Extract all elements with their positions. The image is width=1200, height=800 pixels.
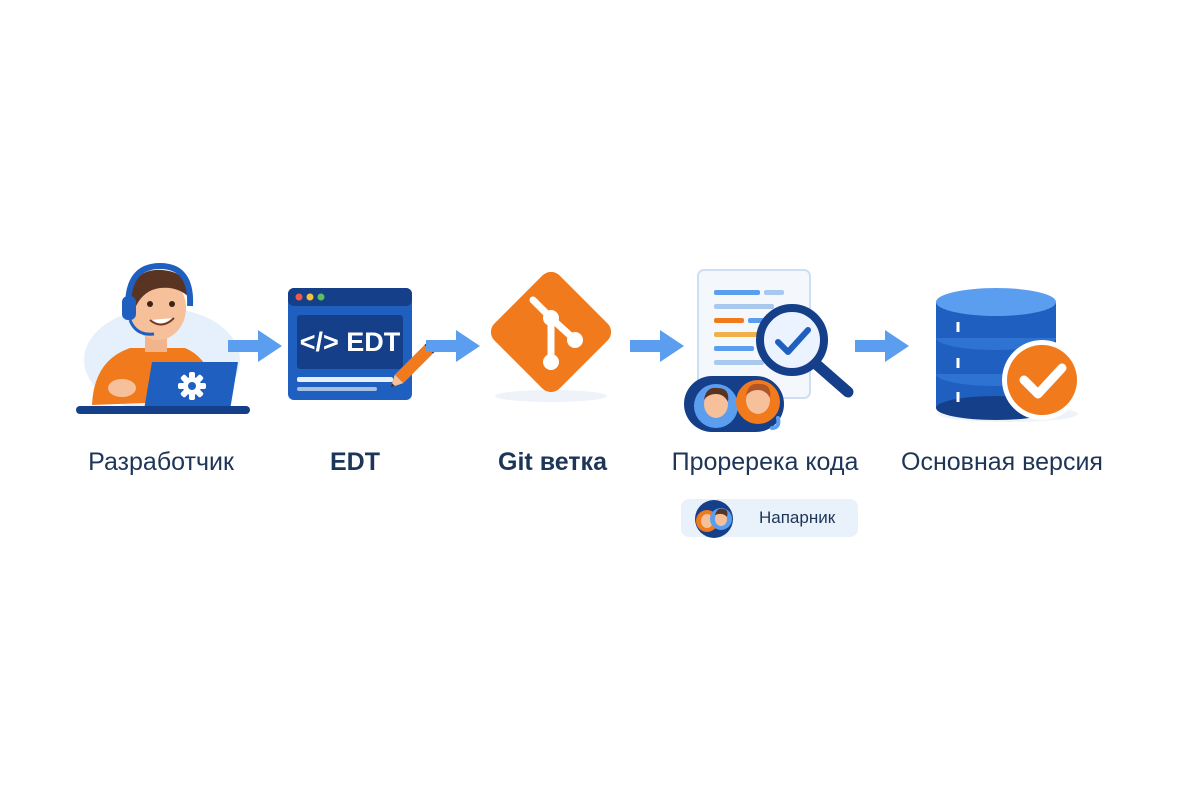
flow-arrow	[426, 330, 480, 362]
step-label-developer: Разработчик	[88, 448, 234, 476]
partner-label: Напарник	[759, 508, 836, 527]
developer-laptop-icon	[76, 262, 250, 414]
code-review-icon	[684, 269, 854, 432]
step-label-code-review: Проререка кода	[671, 448, 859, 476]
edt-window-text: </> EDT	[299, 327, 401, 357]
flow-arrow	[228, 330, 282, 362]
edt-editor-icon	[288, 288, 435, 400]
step-label-main-version: Основная версия	[901, 448, 1103, 476]
step-label-git-branch: Git ветка	[498, 448, 607, 476]
flow-arrow	[630, 330, 684, 362]
partner-chip: Напарник	[681, 499, 858, 538]
database-check-icon	[936, 288, 1082, 422]
pair-avatars-icon	[695, 500, 733, 538]
git-branch-icon	[490, 272, 612, 402]
flow-arrow	[855, 330, 909, 362]
step-label-edt: EDT	[330, 448, 380, 476]
